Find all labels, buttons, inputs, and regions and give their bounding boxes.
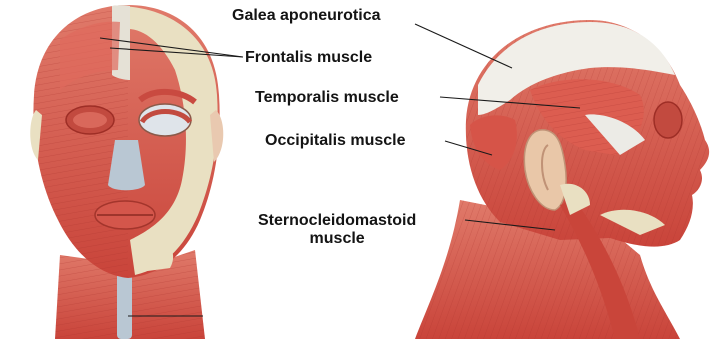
label-temporalis-muscle: Temporalis muscle <box>255 89 399 107</box>
label-occipitalis-muscle: Occipitalis muscle <box>265 132 406 150</box>
side-view-head <box>415 20 709 339</box>
side-eye <box>654 102 682 138</box>
right-eye <box>139 104 191 136</box>
label-scm-line1: Sternocleidomastoid <box>258 212 416 230</box>
label-scm-line2: muscle <box>258 230 416 248</box>
label-sternocleidomastoid-muscle: Sternocleidomastoid muscle <box>258 212 416 249</box>
front-view-head <box>30 5 223 339</box>
label-frontalis-muscle: Frontalis muscle <box>245 49 372 67</box>
label-galea-aponeurotica: Galea aponeurotica <box>232 7 381 25</box>
leader-galea <box>415 24 512 68</box>
trachea <box>117 272 132 339</box>
